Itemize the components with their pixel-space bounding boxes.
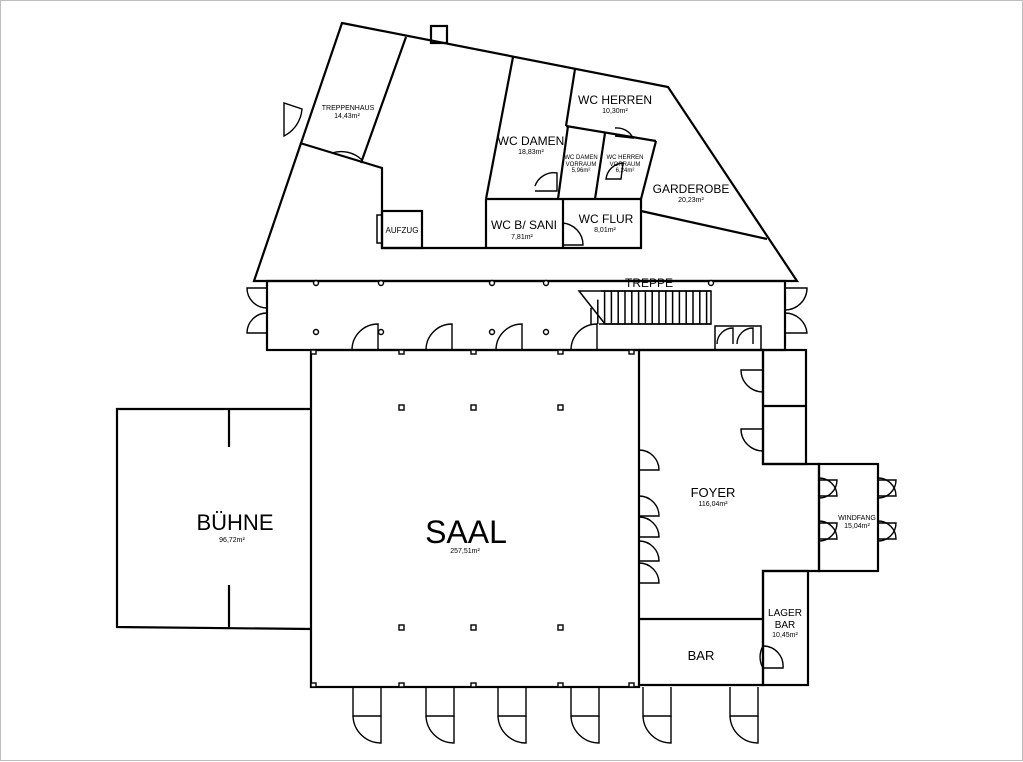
upper-wing-doors bbox=[283, 102, 635, 246]
windfang-inner-door bbox=[818, 520, 838, 540]
windfang-outer-door bbox=[877, 479, 897, 499]
room-labels: TREPPENHAUS 14,43m² WC HERREN 10,30m² WC… bbox=[196, 93, 875, 663]
label-wc-damen-vorraum-2: VORRAUM bbox=[566, 162, 597, 168]
foyer-walls bbox=[639, 348, 880, 687]
label-wc-b-sani: WC B/ SANI bbox=[491, 218, 557, 232]
exit-door-swing bbox=[729, 715, 759, 744]
windfang-inner-door bbox=[818, 477, 838, 497]
area-wc-herren-vorraum: 6,24m² bbox=[616, 168, 635, 174]
label-wc-herren-vorraum-1: WC HERREN bbox=[607, 155, 644, 161]
label-windfang: WINDFANG bbox=[838, 515, 876, 522]
windfang-inner-door bbox=[818, 479, 838, 499]
corridor-columns bbox=[312, 279, 715, 336]
label-wc-damen-vorraum-1: WC DAMEN bbox=[564, 155, 597, 161]
label-aufzug: AUFZUG bbox=[386, 226, 419, 235]
label-wc-herren: WC HERREN bbox=[578, 93, 652, 107]
saal-exit-doors bbox=[352, 687, 759, 744]
area-wc-herren: 10,30m² bbox=[602, 108, 628, 115]
side-door bbox=[638, 495, 660, 517]
area-foyer: 116,04m² bbox=[698, 501, 728, 508]
foyer-doors bbox=[740, 369, 784, 669]
side-door bbox=[638, 540, 660, 562]
label-lager-bar-2: BAR bbox=[775, 620, 796, 631]
label-wc-herren-vorraum-2: VORRAUM bbox=[610, 162, 641, 168]
area-windfang: 15,04m² bbox=[844, 523, 870, 530]
exit-door-swing bbox=[425, 715, 455, 744]
label-bar: BAR bbox=[688, 648, 715, 663]
label-treppe: TREPPE bbox=[625, 276, 673, 290]
exit-door bbox=[352, 687, 382, 717]
label-wc-flur: WC FLUR bbox=[579, 212, 634, 226]
corridor-doors bbox=[246, 287, 808, 351]
windfang-inner-door bbox=[818, 522, 838, 542]
exit-door bbox=[642, 687, 672, 717]
side-door bbox=[638, 516, 660, 538]
label-lager-bar-1: LAGER bbox=[768, 608, 802, 619]
side-door bbox=[638, 449, 660, 471]
label-saal: SAAL bbox=[425, 514, 507, 550]
exit-door bbox=[570, 687, 600, 717]
windfang-outer-door bbox=[877, 520, 897, 540]
label-wc-damen: WC DAMEN bbox=[498, 134, 565, 148]
buehne-walls bbox=[115, 407, 312, 631]
exit-door-swing bbox=[352, 715, 382, 744]
area-wc-flur: 8,01m² bbox=[594, 227, 616, 234]
area-saal: 257,51m² bbox=[450, 548, 480, 555]
upper-wing-walls bbox=[252, 21, 800, 283]
exit-door bbox=[729, 687, 759, 717]
label-treppenhaus: TREPPENHAUS bbox=[322, 105, 375, 112]
windfang-outer-door bbox=[877, 522, 897, 542]
area-wc-damen: 18,83m² bbox=[518, 149, 544, 156]
stair-treads bbox=[590, 291, 708, 324]
area-wc-b-sani: 7,81m² bbox=[511, 234, 533, 241]
label-buehne: BÜHNE bbox=[196, 510, 273, 535]
side-door bbox=[638, 562, 660, 584]
label-garderobe: GARDEROBE bbox=[653, 182, 730, 196]
area-lager-bar: 10,45m² bbox=[772, 632, 798, 639]
exit-door-swing bbox=[570, 715, 600, 744]
exit-door-swing bbox=[642, 715, 672, 744]
windfang-outer-door bbox=[877, 477, 897, 497]
label-foyer: FOYER bbox=[691, 485, 736, 500]
area-buehne: 96,72m² bbox=[219, 537, 245, 544]
exit-door bbox=[497, 687, 527, 717]
saal-columns bbox=[310, 349, 635, 688]
exit-door bbox=[425, 687, 455, 717]
area-wc-damen-vorraum: 5,96m² bbox=[572, 168, 591, 174]
saal-foyer-doors bbox=[638, 449, 660, 584]
area-garderobe: 20,23m² bbox=[678, 197, 704, 204]
exit-door-swing bbox=[497, 715, 527, 744]
area-treppenhaus: 14,43m² bbox=[334, 113, 360, 120]
windfang-doors bbox=[818, 477, 897, 542]
